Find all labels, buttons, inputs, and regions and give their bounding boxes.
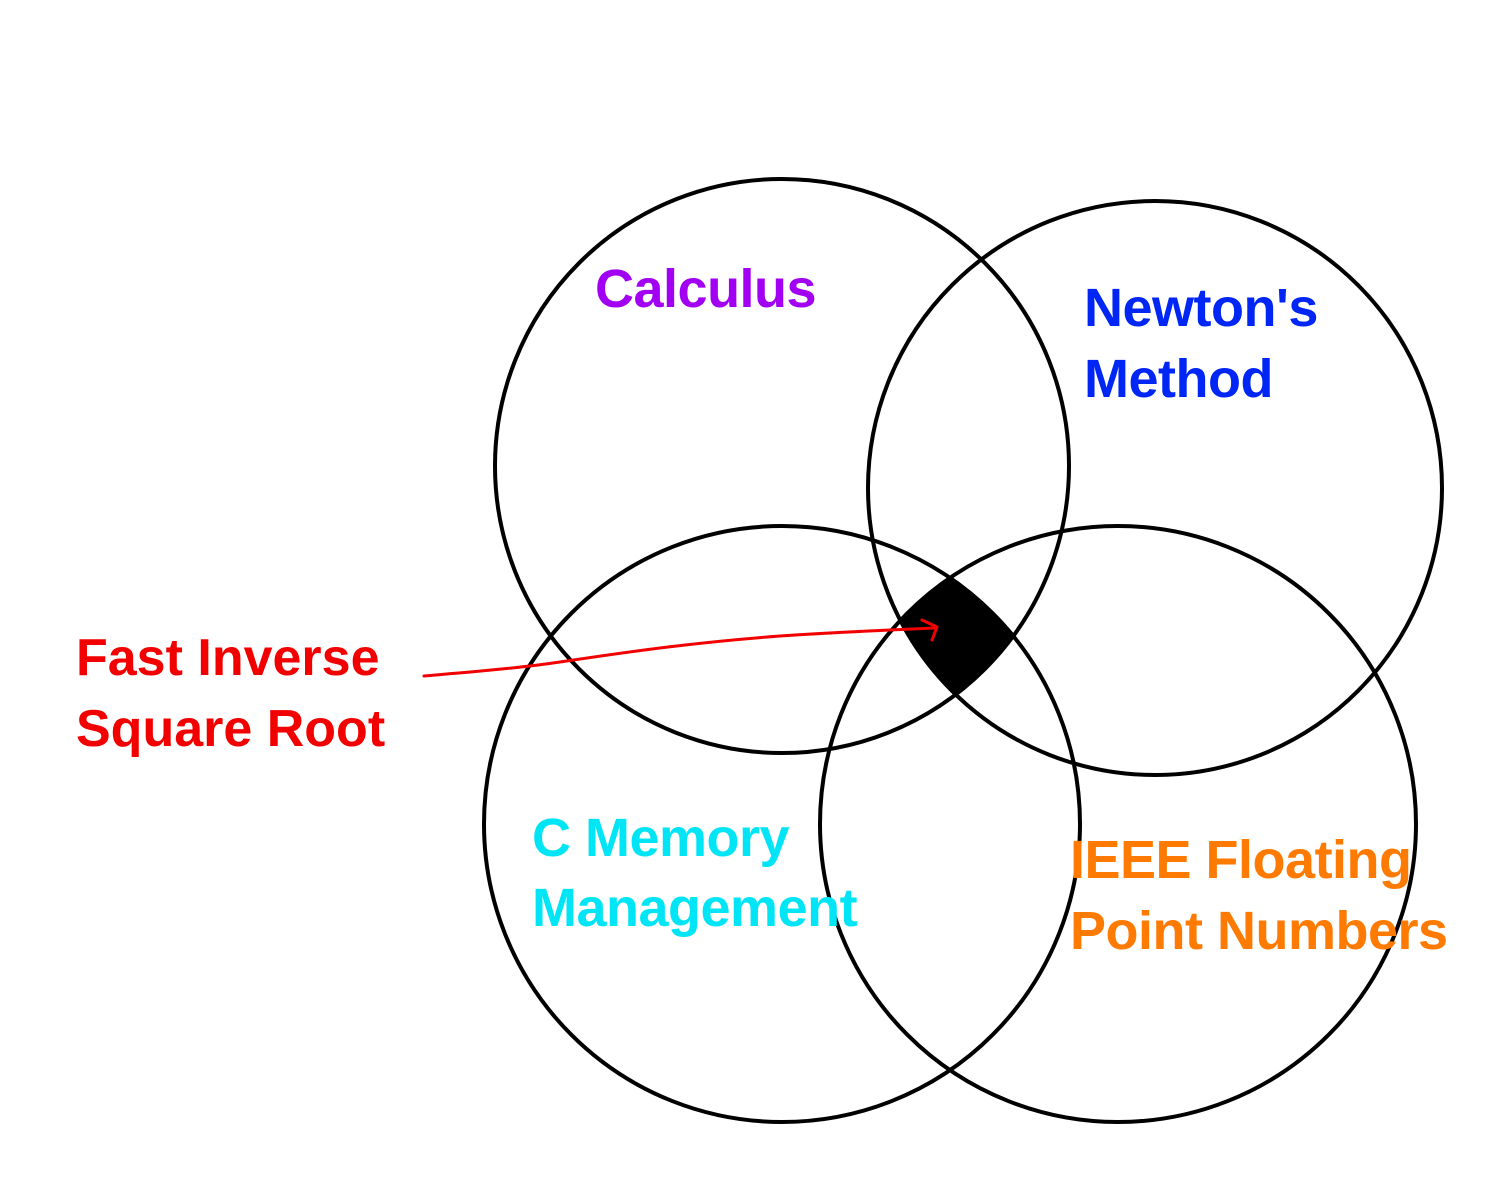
intersection-label: Fast Inverse Square Root: [76, 629, 394, 758]
ieee-float-label-line-2: Point Numbers: [1070, 901, 1448, 961]
c-memory-label: C Memory Management: [532, 808, 858, 938]
newtons-method-circle: [866, 199, 1444, 777]
ieee-float-circle: [818, 524, 1418, 1124]
newtons-method-label-line-1: Newton's: [1084, 278, 1318, 338]
newtons-method-label-line-2: Method: [1084, 349, 1273, 409]
calculus-label: Calculus: [595, 259, 816, 319]
intersection-label-line-1: Fast Inverse: [76, 629, 380, 687]
c-memory-label-line-1: C Memory: [532, 808, 790, 868]
ieee-float-label: IEEE Floating Point Numbers: [1070, 830, 1448, 961]
calculus-circle: [493, 177, 1071, 755]
newtons-method-label: Newton's Method: [1084, 278, 1332, 409]
intersection-label-line-2: Square Root: [76, 700, 385, 758]
c-memory-circle: [482, 524, 1082, 1124]
intersection-arrow: [422, 626, 936, 678]
c-memory-label-line-2: Management: [532, 878, 858, 938]
ieee-float-label-line-1: IEEE Floating: [1070, 830, 1412, 890]
arrow-head-icon: [920, 618, 939, 642]
